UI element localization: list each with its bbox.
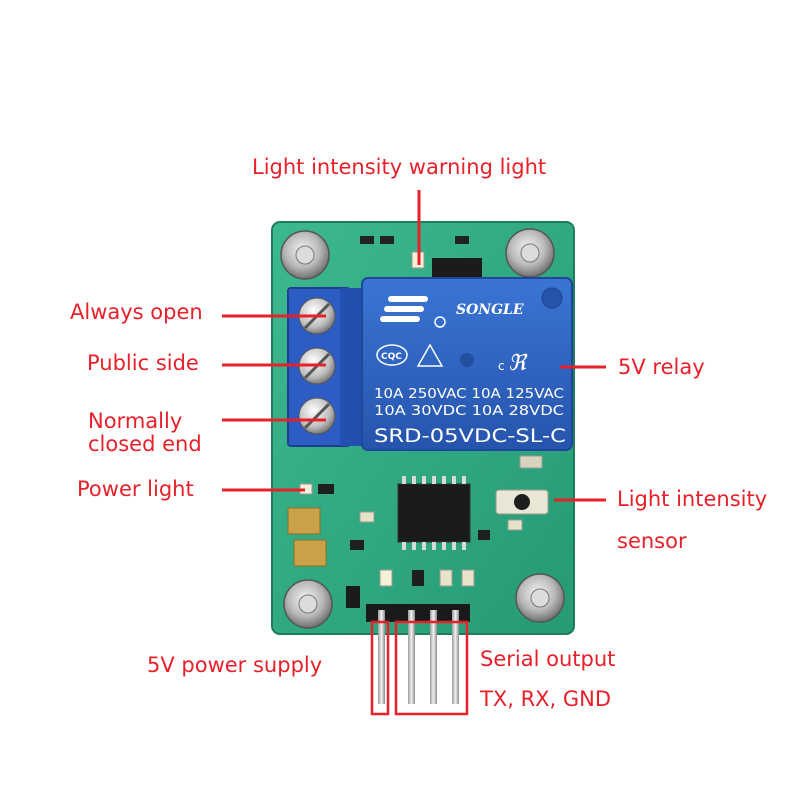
- terminal-screw: [298, 397, 336, 435]
- label-normally-closed-1: Normally: [88, 409, 183, 433]
- header-pin-rx: [430, 610, 437, 704]
- smd-resistor: [359, 511, 375, 523]
- ic-chip: [397, 483, 471, 543]
- relay-model: SRD-05VDC-SL-C: [374, 425, 566, 447]
- smd-resistor: [461, 569, 475, 587]
- smd-resistor: [519, 455, 543, 469]
- smd-resistor: [507, 519, 523, 531]
- led-indicator: [379, 569, 393, 587]
- ic-pins: [402, 476, 466, 550]
- ul-mark-icon: ℜ: [508, 351, 528, 376]
- mounting-nut: [505, 228, 555, 278]
- led-indicator: [412, 570, 424, 586]
- label-sensor-2: sensor: [617, 529, 687, 553]
- relay-rating-line2: 10A 30VDC 10A 28VDC: [374, 404, 564, 419]
- led-indicator: [439, 569, 453, 587]
- header-pin-vcc: [378, 610, 385, 704]
- pin-header-base: [366, 604, 470, 622]
- warning-triangle-icon: [416, 343, 444, 367]
- header-pin-tx: [408, 610, 415, 704]
- cqc-cert-icon: CQC: [376, 344, 408, 366]
- mounting-nut: [515, 573, 565, 623]
- capacitor: [287, 507, 321, 535]
- songle-logo-icon: [380, 296, 446, 328]
- ul-mark-c: c: [498, 359, 505, 373]
- label-serial-output: Serial output: [480, 647, 616, 671]
- smd-resistor: [455, 236, 469, 244]
- label-power-light: Power light: [77, 477, 194, 501]
- smd-resistor: [360, 236, 374, 244]
- label-sensor-1: Light intensity: [617, 487, 768, 511]
- smd-part: [346, 586, 360, 608]
- label-serial-pins: TX, RX, GND: [480, 687, 612, 711]
- label-warning-light: Light intensity warning light: [252, 155, 547, 179]
- label-power-supply: 5V power supply: [147, 653, 323, 677]
- capacitor: [293, 539, 327, 567]
- label-public-side: Public side: [87, 351, 199, 375]
- mounting-nut: [283, 579, 333, 629]
- smd-resistor: [380, 236, 394, 244]
- header-pin-gnd: [452, 610, 459, 704]
- relay-mark-dot: [460, 353, 474, 367]
- relay-brand: SONGLE: [456, 302, 524, 318]
- smd-resistor: [318, 484, 334, 494]
- label-always-open: Always open: [70, 300, 203, 324]
- serial-pins-highlight: [394, 620, 469, 716]
- label-relay: 5V relay: [618, 355, 705, 379]
- smd-resistor: [478, 530, 490, 540]
- relay-rating-line1: 10A 250VAC 10A 125VAC: [374, 387, 564, 402]
- smd-resistor: [350, 540, 364, 550]
- svg-text:CQC: CQC: [381, 352, 402, 362]
- power-pin-highlight: [370, 620, 390, 716]
- label-normally-closed-2: closed end: [88, 432, 202, 456]
- mounting-nut: [280, 230, 330, 280]
- relay-mark-circle: [541, 287, 563, 309]
- light-sensor-icon: [495, 489, 549, 515]
